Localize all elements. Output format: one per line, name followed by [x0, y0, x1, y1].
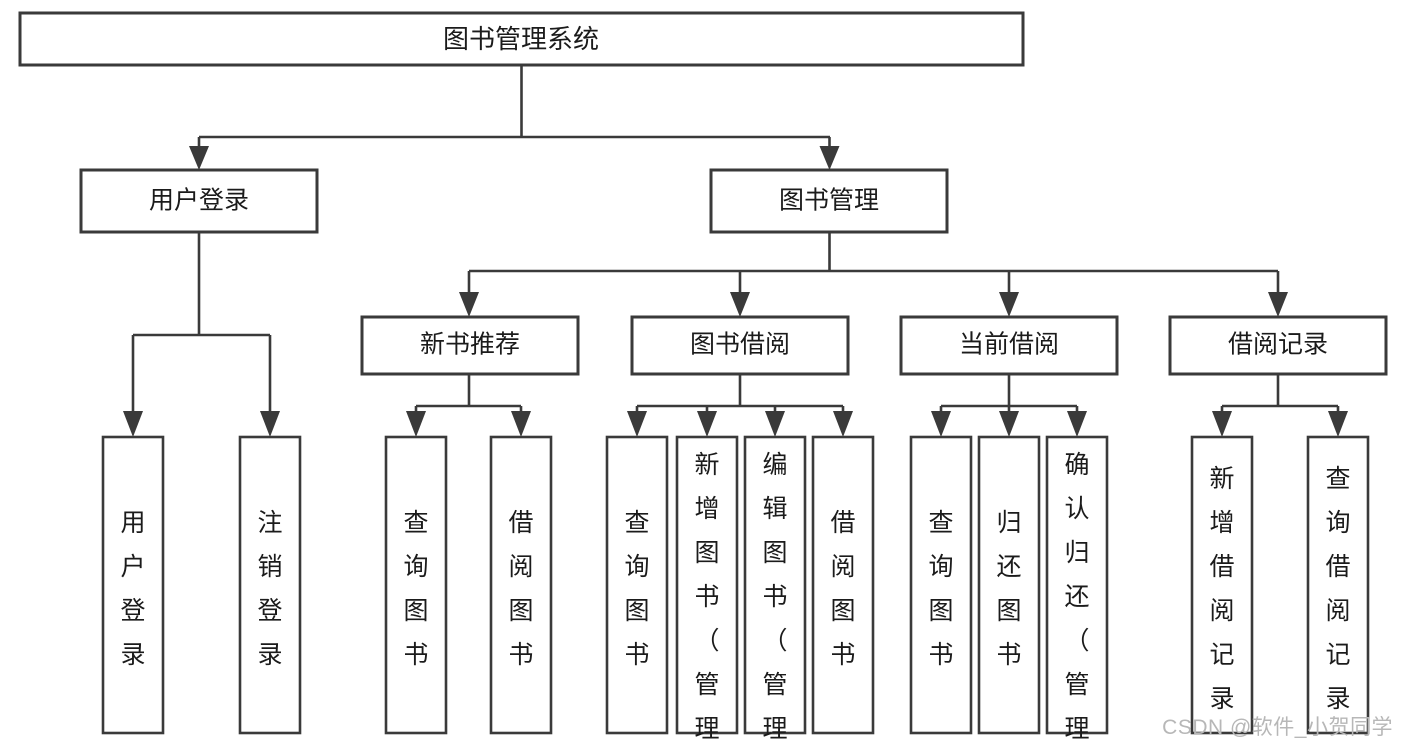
leaf-query-book-1[interactable]: 查询图书	[384, 435, 448, 735]
csdn-watermark: CSDN @软件_小贺同学	[1162, 716, 1393, 739]
arrow-head-new-book-recommend	[459, 292, 479, 317]
leaf-user-login-label: 用户登录	[120, 509, 145, 669]
leaf-borrow-book-1[interactable]: 借阅图书	[489, 435, 553, 735]
node-book-borrow[interactable]: 图书借阅	[630, 315, 850, 376]
leaf-borrow-book-1-label: 借阅图书	[508, 509, 533, 669]
node-new-book-recommend-label: 新书推荐	[420, 331, 520, 359]
arrow-head-leaf-return-book	[999, 411, 1019, 437]
arrow-head-leaf-user-logout	[260, 411, 280, 437]
node-root[interactable]: 图书管理系统	[18, 11, 1025, 67]
arrow-head-leaf-add-record	[1212, 411, 1232, 437]
node-book-borrow-label: 图书借阅	[690, 331, 790, 359]
arrow-head-leaf-add-book	[697, 411, 717, 437]
arrow-head-leaf-query-book-3	[931, 411, 951, 437]
leaf-query-book-2-label: 查询图书	[624, 509, 649, 669]
arrow-head-borrow-record	[1268, 292, 1288, 317]
leaf-add-record[interactable]: 新增借阅记录	[1190, 435, 1254, 735]
leaf-add-record-box[interactable]	[1190, 435, 1254, 735]
leaf-confirm-return-box[interactable]	[1045, 435, 1109, 735]
leaf-confirm-return[interactable]: 确认归还（管理员）	[1045, 435, 1109, 747]
arrow-head-leaf-query-record	[1328, 411, 1348, 437]
leaf-edit-book-box[interactable]	[743, 435, 807, 735]
arrow-head-leaf-borrow-book-1	[511, 411, 531, 437]
leaf-add-book-box[interactable]	[675, 435, 739, 735]
leaf-user-login-box[interactable]	[101, 435, 165, 735]
leaf-query-record-box[interactable]	[1306, 435, 1370, 735]
node-current-borrow-box[interactable]	[899, 315, 1119, 376]
node-new-book-recommend[interactable]: 新书推荐	[360, 315, 580, 376]
node-user-login-label: 用户登录	[149, 187, 249, 215]
leaf-borrow-book-1-box[interactable]	[489, 435, 553, 735]
arrow-head-book-manage	[819, 146, 840, 170]
node-user-login[interactable]: 用户登录	[79, 168, 319, 234]
node-root-label: 图书管理系统	[443, 24, 599, 54]
arrow-head-user-login	[189, 146, 209, 170]
leaf-query-record[interactable]: 查询借阅记录	[1306, 435, 1370, 735]
arrow-head-leaf-query-book-2	[627, 411, 647, 437]
arrow-head-leaf-confirm-return	[1067, 411, 1087, 437]
node-book-borrow-box[interactable]	[630, 315, 850, 376]
leaf-user-logout-box[interactable]	[238, 435, 302, 735]
leaf-edit-book-label: 编辑图书（管理员）	[762, 451, 787, 747]
arrow-head-current-borrow	[999, 292, 1019, 317]
node-user-login-box[interactable]	[79, 168, 319, 234]
leaf-borrow-book-2-label: 借阅图书	[830, 509, 855, 669]
leaf-query-record-label: 查询借阅记录	[1325, 465, 1350, 713]
leaf-query-book-1-box[interactable]	[384, 435, 448, 735]
node-borrow-record-label: 借阅记录	[1228, 331, 1328, 359]
leaf-edit-book[interactable]: 编辑图书（管理员）	[743, 435, 807, 747]
leaf-user-logout[interactable]: 注销登录	[238, 435, 302, 735]
leaf-borrow-book-2-box[interactable]	[811, 435, 875, 735]
leaf-add-record-label: 新增借阅记录	[1209, 465, 1234, 713]
node-borrow-record[interactable]: 借阅记录	[1168, 315, 1388, 376]
arrow-head-leaf-edit-book	[765, 411, 785, 437]
leaf-query-book-3[interactable]: 查询图书	[909, 435, 973, 735]
leaf-borrow-book-2[interactable]: 借阅图书	[811, 435, 875, 735]
leaf-add-book-label: 新增图书（管理员）	[694, 451, 719, 747]
node-book-manage-label: 图书管理	[779, 187, 879, 215]
arrow-head-leaf-borrow-book-2	[833, 411, 853, 437]
leaf-return-book-box[interactable]	[977, 435, 1041, 735]
node-borrow-record-box[interactable]	[1168, 315, 1388, 376]
node-root-box[interactable]	[18, 11, 1025, 67]
node-current-borrow-label: 当前借阅	[959, 331, 1059, 359]
leaf-query-book-2-box[interactable]	[605, 435, 669, 735]
leaf-query-book-2[interactable]: 查询图书	[605, 435, 669, 735]
node-book-manage[interactable]: 图书管理	[709, 168, 949, 234]
leaf-confirm-return-label: 确认归还（管理员）	[1064, 451, 1089, 747]
node-new-book-recommend-box[interactable]	[360, 315, 580, 376]
leaf-add-book[interactable]: 新增图书（管理员）	[675, 435, 739, 747]
leaf-user-logout-label: 注销登录	[257, 509, 282, 669]
leaf-return-book[interactable]: 归还图书	[977, 435, 1041, 735]
arrow-head-book-borrow	[730, 292, 750, 317]
leaf-query-book-3-label: 查询图书	[928, 509, 953, 669]
arrow-head-leaf-user-login	[123, 411, 143, 437]
arrow-head-leaf-query-book-1	[406, 411, 426, 437]
leaf-user-login[interactable]: 用户登录	[101, 435, 165, 735]
leaf-query-book-3-box[interactable]	[909, 435, 973, 735]
node-book-manage-box[interactable]	[709, 168, 949, 234]
node-current-borrow[interactable]: 当前借阅	[899, 315, 1119, 376]
leaf-return-book-label: 归还图书	[996, 509, 1021, 669]
leaf-query-book-1-label: 查询图书	[403, 509, 428, 669]
connector-layer	[123, 65, 1348, 437]
